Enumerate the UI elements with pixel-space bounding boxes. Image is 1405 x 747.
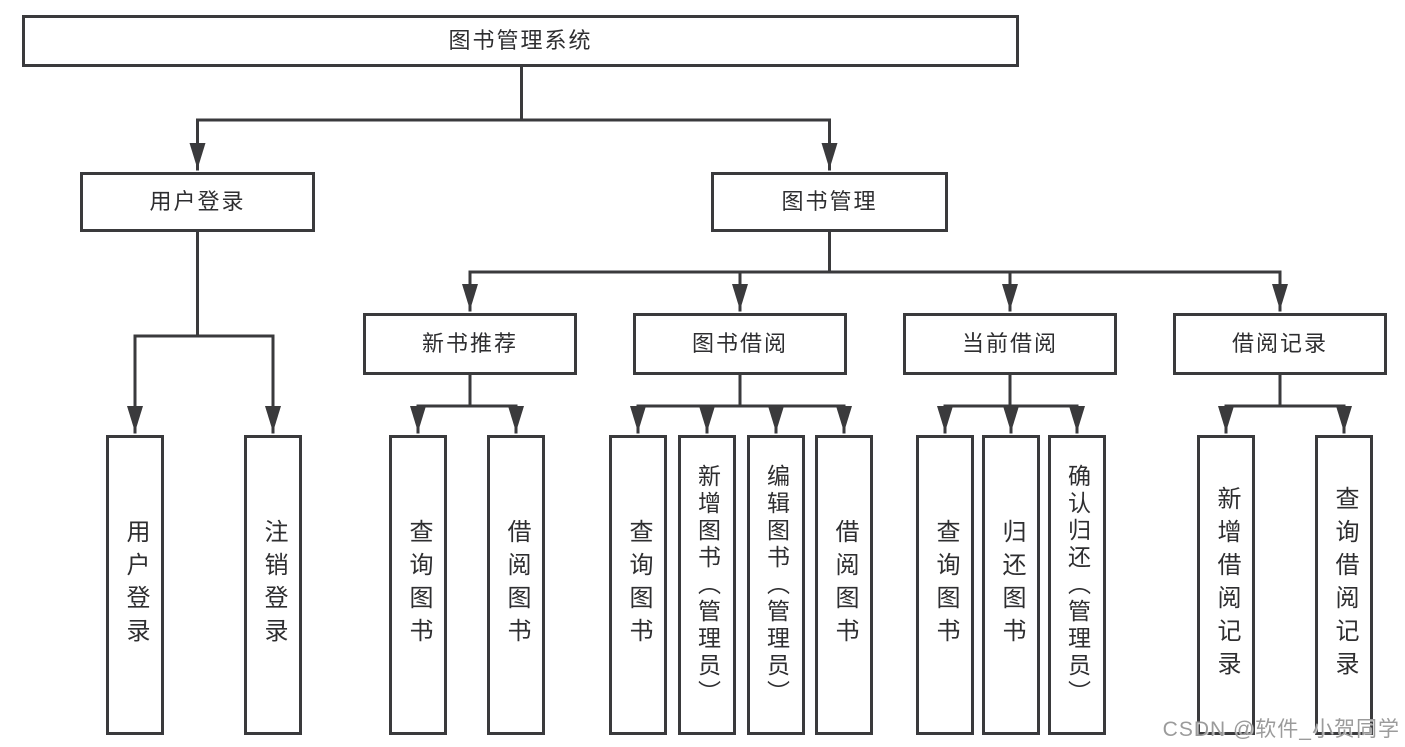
leaf-confirm-return-admin: 确认归还（管理员） <box>1048 435 1106 735</box>
leaf-borrow-books-2: 借阅图书 <box>815 435 873 735</box>
leaf-borrow-books-1: 借阅图书 <box>487 435 545 735</box>
node-current-borrow: 当前借阅 <box>903 313 1117 375</box>
leaf-logout: 注销登录 <box>244 435 302 735</box>
leaf-return-books: 归还图书 <box>982 435 1040 735</box>
leaf-query-books-2: 查询图书 <box>609 435 667 735</box>
node-new-book-recommend: 新书推荐 <box>363 313 577 375</box>
connector-new-books-children <box>410 373 524 434</box>
leaf-add-borrow-record: 新增借阅记录 <box>1197 435 1255 735</box>
connector-book-mgmt-to-level3 <box>462 230 1288 312</box>
connector-root-to-level2 <box>189 65 838 171</box>
node-user-login: 用户登录 <box>80 172 315 232</box>
node-book-management: 图书管理 <box>711 172 948 232</box>
leaf-add-books-admin: 新增图书（管理员） <box>678 435 736 735</box>
connector-current-borrow-children <box>937 373 1085 434</box>
leaf-query-books-3: 查询图书 <box>916 435 974 735</box>
node-book-borrow: 图书借阅 <box>633 313 847 375</box>
connector-user-login-children <box>127 230 281 434</box>
connector-book-borrow-children <box>630 373 852 434</box>
leaf-query-books-1: 查询图书 <box>389 435 447 735</box>
leaf-edit-books-admin: 编辑图书（管理员） <box>747 435 805 735</box>
connector-borrow-records-children <box>1218 373 1352 434</box>
leaf-query-borrow-record: 查询借阅记录 <box>1315 435 1373 735</box>
node-root-system: 图书管理系统 <box>22 15 1019 67</box>
node-borrow-records: 借阅记录 <box>1173 313 1387 375</box>
csdn-watermark: CSDN @软件_小贺同学 <box>1162 718 1400 741</box>
leaf-user-login: 用户登录 <box>106 435 164 735</box>
